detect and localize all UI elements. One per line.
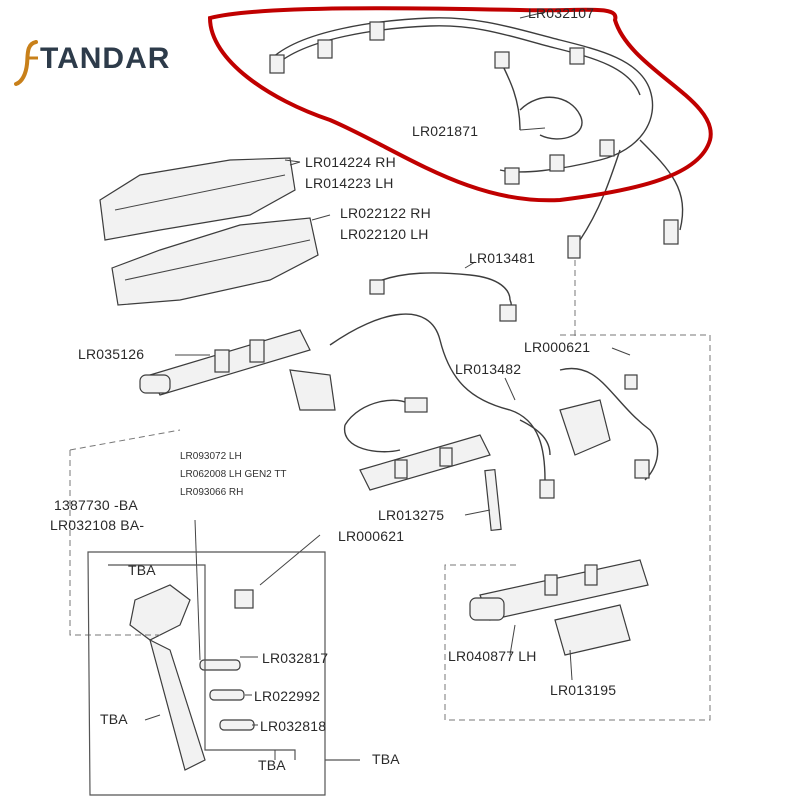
label-lr013481: LR013481 [469, 250, 536, 266]
dashed-outline-left [69, 429, 181, 636]
injector-assembly-lower-left [129, 519, 321, 771]
brand-name: TANDAR [40, 42, 171, 75]
label-lr035126: LR035126 [78, 346, 145, 362]
engine-harness-top [269, 17, 684, 259]
label-tba-top: TBA [128, 562, 156, 578]
box-outer [87, 551, 326, 796]
label-lr093072: LR093072 LH [180, 451, 242, 462]
label-tba-right: TBA [372, 751, 400, 767]
label-lr013482: LR013482 [455, 361, 522, 377]
label-lr032818: LR032818 [260, 718, 327, 734]
label-lr014224: LR014224 RH [305, 154, 396, 170]
label-lr093066: LR093066 RH [180, 487, 244, 498]
label-tba-bottom: TBA [258, 757, 286, 773]
fuel-rail-middle [359, 434, 491, 491]
label-1387730: 1387730 -BA [54, 497, 138, 513]
harness-lr013481 [369, 272, 517, 322]
label-lr022122: LR022122 RH [340, 205, 431, 221]
label-lr014223: LR014223 LH [305, 175, 394, 191]
sensor-lr000621-upper [559, 367, 659, 481]
brand-logo-mark [14, 40, 38, 86]
label-lr000621-upper: LR000621 [524, 339, 591, 355]
fuel-rail-lr040877 [469, 559, 649, 656]
label-lr032817: LR032817 [262, 650, 329, 666]
label-lr040877: LR040877 LH [448, 648, 537, 664]
label-lr021871: LR021871 [412, 123, 479, 139]
label-lr022120: LR022120 LH [340, 226, 429, 242]
cover-lower [111, 214, 331, 306]
cover-upper [99, 157, 301, 241]
injector-lr013275 [484, 468, 502, 532]
highlight-outline [207, 6, 713, 203]
label-lr032108: LR032108 BA- [50, 517, 145, 533]
fuel-rail-lr035126 [139, 329, 336, 411]
label-lr000621-lower: LR000621 [338, 528, 405, 544]
box-inner [108, 564, 296, 760]
label-lr013195: LR013195 [550, 682, 617, 698]
label-tba-left: TBA [100, 711, 128, 727]
harness-lr013482 [329, 313, 555, 499]
label-lr022992: LR022992 [254, 688, 321, 704]
dashed-outline-right [444, 260, 711, 721]
leader-lines [144, 11, 631, 760]
label-lr032107: LR032107 [528, 5, 595, 21]
label-lr062008: LR062008 LH GEN2 TT [180, 469, 287, 480]
label-lr013275: LR013275 [378, 507, 445, 523]
